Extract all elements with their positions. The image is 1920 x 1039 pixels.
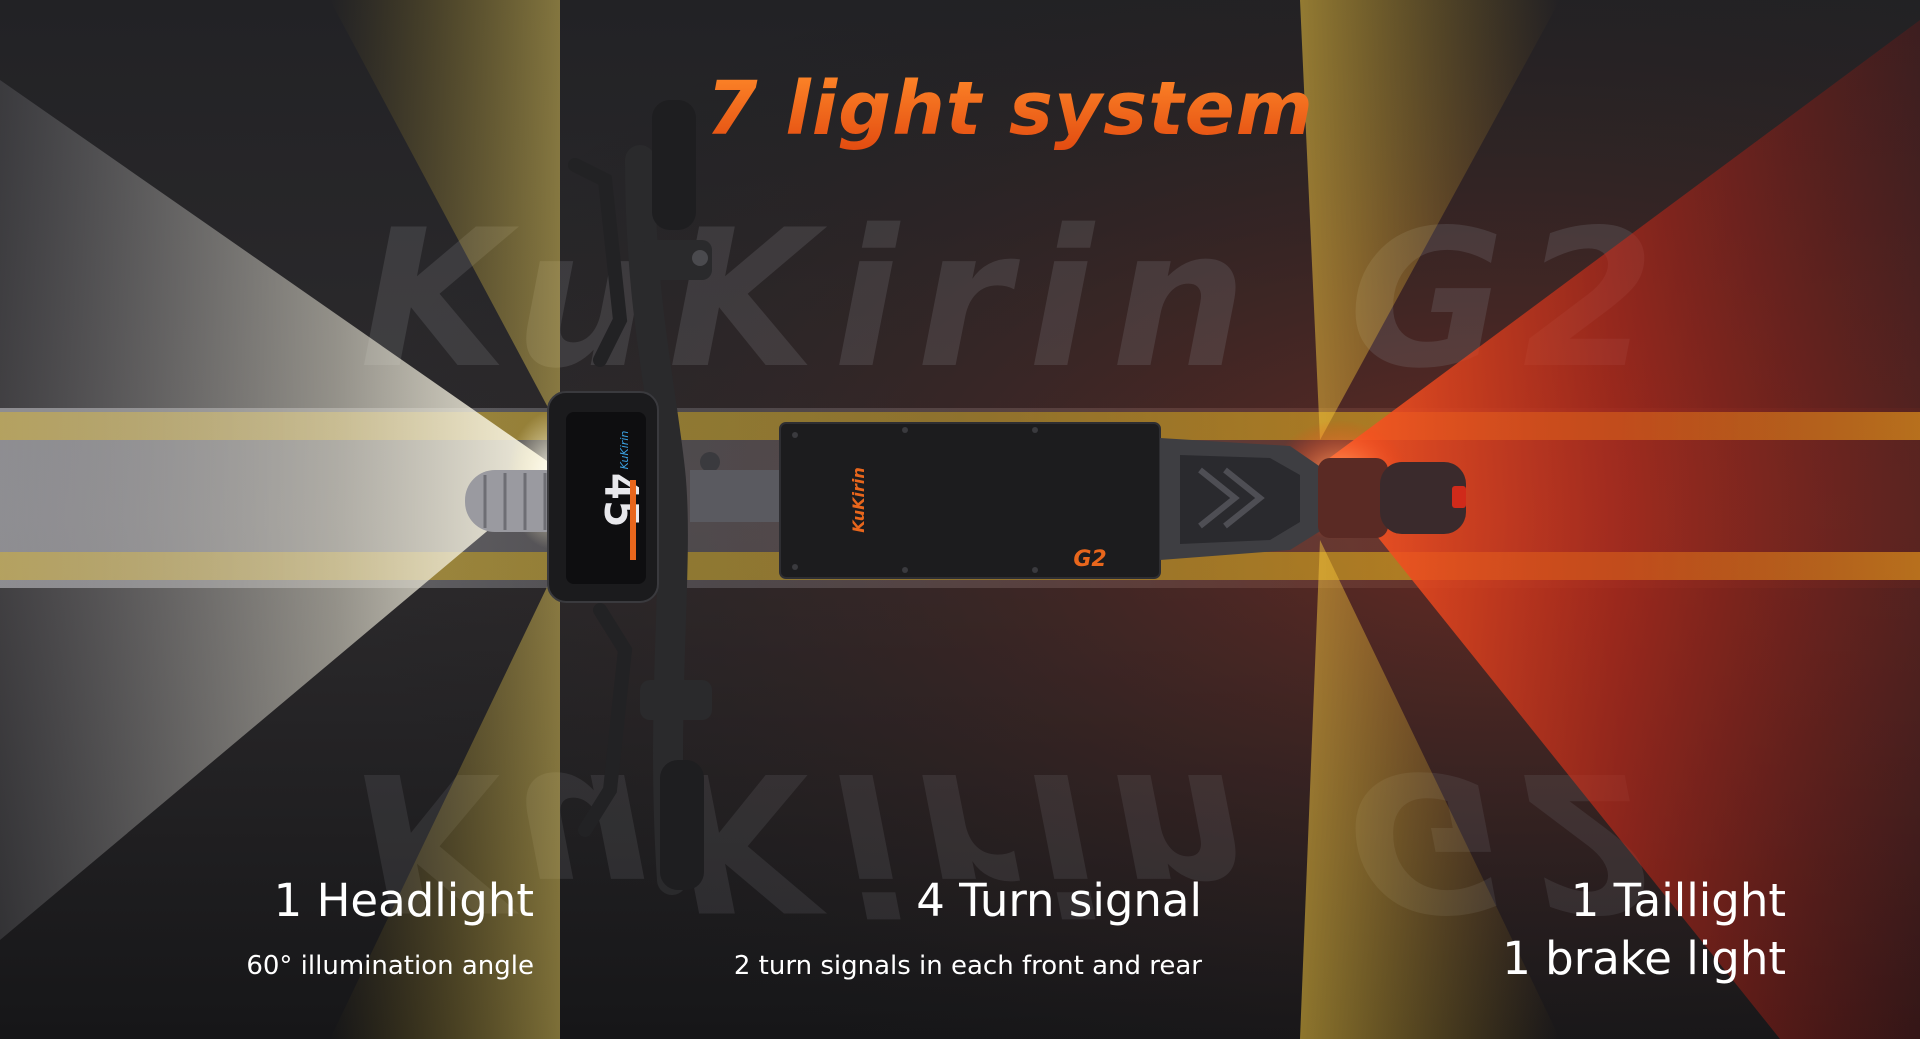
feature-taillight: 1 Taillight 1 brake light <box>1502 872 1786 988</box>
handlebar <box>568 100 720 895</box>
deck: KuKirin G2 <box>779 422 1161 579</box>
feature-headlight-title: 1 Headlight <box>273 874 534 927</box>
deck-brand: KuKirin <box>849 467 868 533</box>
rear-fender <box>1160 438 1322 560</box>
taillight-housing <box>1318 458 1388 538</box>
display-brand: KuKirin <box>618 431 631 470</box>
feature-headlight-subtitle: 60° illumination angle <box>246 951 534 981</box>
front-turn-beam-top <box>330 0 560 430</box>
display-speed: 45 <box>594 472 648 527</box>
brake-lever-bottom <box>578 603 633 837</box>
rear-turn-beam-top <box>1300 0 1560 440</box>
right-grip <box>660 760 704 890</box>
battery-indicator <box>630 480 636 560</box>
feature-turn-signal-title: 4 Turn signal <box>916 874 1202 927</box>
feature-brake-light-title: 1 brake light <box>1502 932 1786 985</box>
front-tire-tread <box>483 473 547 530</box>
feature-turn-signal-subtitle: 2 turn signals in each front and rear <box>733 951 1202 981</box>
brake-light <box>1452 486 1466 508</box>
feature-turn-signal: 4 Turn signal 2 turn signals in each fro… <box>734 872 1202 984</box>
watermark-text: KuKirin G2 <box>360 189 1673 410</box>
throttle-thumb <box>700 452 720 472</box>
brake-lever-top <box>568 158 628 367</box>
left-grip <box>652 100 696 230</box>
headline: 7 light system <box>50 66 1920 152</box>
dashboard-display: 45 KuKirin <box>547 391 659 603</box>
headlight-beam <box>0 80 560 940</box>
feature-taillight-title: 1 Taillight <box>1570 874 1786 927</box>
front-turn-beam-bottom <box>330 560 560 1039</box>
rear-fender-tip <box>1380 462 1466 534</box>
feature-headlight: 1 Headlight 60° illumination angle <box>246 872 534 984</box>
deck-model: G2 <box>1073 547 1106 572</box>
stem-neck <box>690 470 780 522</box>
rear-turn-beam-bottom <box>1300 540 1560 1039</box>
taillight-beam <box>1320 20 1920 1039</box>
